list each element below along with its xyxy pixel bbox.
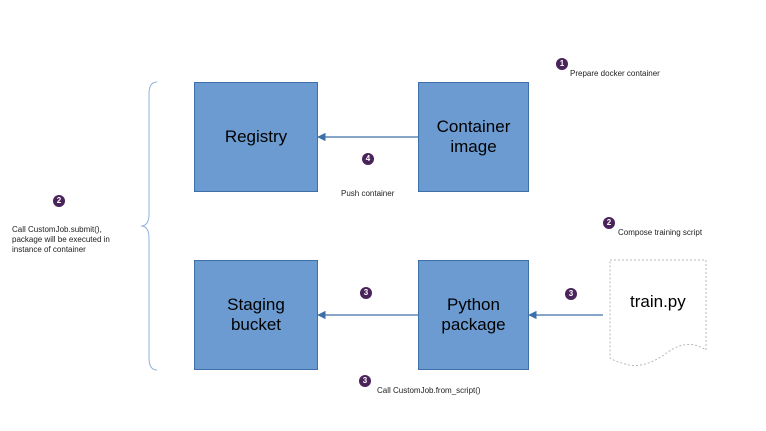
step-badge-from-script: 3	[359, 375, 371, 387]
python-package-box: Python package	[418, 260, 529, 370]
registry-box: Registry	[194, 82, 318, 192]
step-badge-upload: 3	[360, 287, 372, 299]
step-badge-compose: 2	[603, 217, 615, 229]
left-brace	[140, 81, 158, 371]
step-label-push: Push container	[341, 189, 395, 198]
step-label-from-script: Call CustomJob.from_script()	[377, 386, 481, 395]
step-badge-push: 4	[362, 153, 374, 165]
step-badge-prepare: 1	[556, 58, 568, 70]
step-badge-package: 3	[565, 288, 577, 300]
train-py-document	[609, 259, 707, 366]
registry-label: Registry	[224, 127, 288, 146]
python-package-label: Python package	[441, 295, 506, 334]
step-label-prepare: Prepare docker container	[570, 69, 660, 78]
step-badge-submit: 2	[53, 195, 65, 207]
step-label-submit: Call CustomJob.submit(), package will be…	[12, 225, 110, 254]
container-image-box: Container image	[418, 82, 529, 192]
staging-bucket-box: Staging bucket	[194, 260, 318, 370]
container-image-label: Container image	[436, 117, 511, 156]
staging-bucket-label: Staging bucket	[227, 295, 285, 334]
step-label-compose: Compose training script	[618, 228, 703, 237]
train-py-label: train.py	[630, 292, 686, 311]
